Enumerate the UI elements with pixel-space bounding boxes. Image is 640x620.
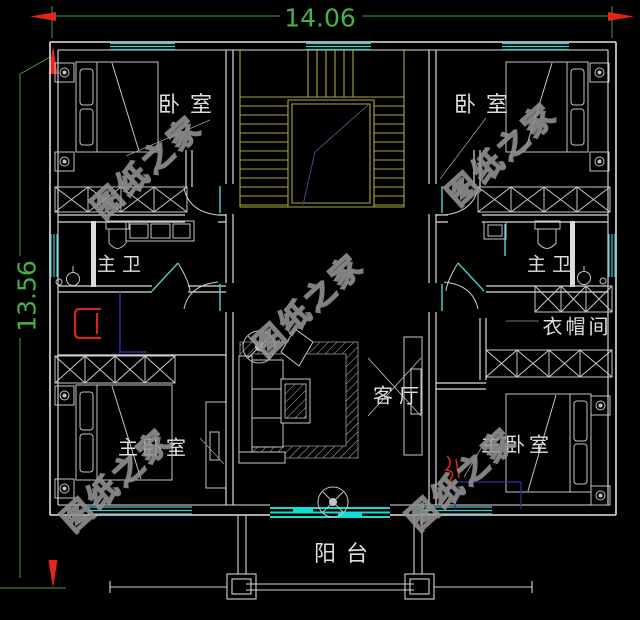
bed-top-left (54, 61, 159, 172)
dimension-lines (0, 6, 613, 589)
arrow-left-icon (30, 12, 56, 21)
arrow-down-icon (48, 560, 58, 588)
dimension-height-value: 13.56 (12, 260, 42, 332)
room-label-balcony: 阳台 (313, 542, 379, 567)
sofa-seat (251, 417, 284, 448)
cabinet (483, 221, 507, 240)
balcony-sliding-door (270, 507, 390, 518)
room-label-master-bedroom-left: 主卧室 (118, 435, 190, 460)
column-base (404, 573, 435, 600)
interior-walls (58, 50, 608, 505)
blue-pipe-line (119, 292, 147, 353)
room-label-master-bath-left: 主卫 (96, 253, 148, 276)
balcony-structure (109, 515, 533, 600)
floor-drain (599, 277, 607, 285)
wardrobe-bedroom-bl (54, 355, 176, 384)
wardrobe-cloakroom-top (534, 285, 613, 313)
room-label-master-bedroom-right: 主卧室 (481, 432, 553, 457)
tv-cabinet (367, 336, 423, 456)
red-appliance-symbol (73, 307, 101, 340)
bed-bottom-right (505, 393, 611, 506)
wardrobes (54, 186, 613, 384)
arrow-right-icon (608, 12, 634, 21)
column-base (226, 573, 257, 600)
door-arcs (177, 187, 479, 310)
room-label-master-bath-right: 主卫 (526, 253, 578, 276)
staircase (239, 50, 405, 208)
room-label-cloakroom: 衣帽间 (542, 314, 612, 339)
toilet-bowl (537, 228, 557, 249)
living-room-furniture (238, 328, 423, 518)
dresser (205, 401, 227, 489)
room-label-living-room: 客厅 (373, 383, 425, 408)
sofa-arm (238, 451, 286, 464)
toilet-bowl (108, 228, 127, 249)
washbasin (66, 272, 80, 286)
door-panels (151, 186, 506, 311)
coffee-table-top (284, 383, 307, 419)
utility-symbols (73, 292, 522, 509)
sofa-seat (251, 388, 284, 419)
stair-break-line (302, 104, 369, 206)
room-label-bedroom-top-left: 卧室 (157, 93, 223, 118)
bathroom-right-fixtures (483, 220, 607, 285)
ceiling-fan-icon (317, 486, 349, 518)
wardrobe-bedroom-tl (54, 186, 188, 213)
armchair (280, 328, 314, 367)
blue-cabinet-outline (454, 481, 522, 509)
bathroom-left-fixtures (55, 220, 195, 286)
wardrobe-bedroom-tr (477, 186, 611, 213)
wardrobe-cloakroom-bottom (485, 349, 613, 378)
dimension-width-value: 14.06 (284, 3, 356, 33)
bed-top-right (505, 61, 610, 172)
floor-drain (55, 278, 63, 286)
windows (50, 42, 616, 515)
red-fixture-symbol (444, 455, 460, 496)
ceiling-fan-icon (242, 330, 276, 364)
leader-lines (125, 117, 539, 478)
room-label-bedroom-top-right: 卧室 (453, 93, 519, 118)
bed-bottom-left (54, 384, 227, 499)
sofa-back (238, 355, 253, 453)
sofa-seat (251, 359, 284, 390)
washbasin (577, 271, 591, 285)
